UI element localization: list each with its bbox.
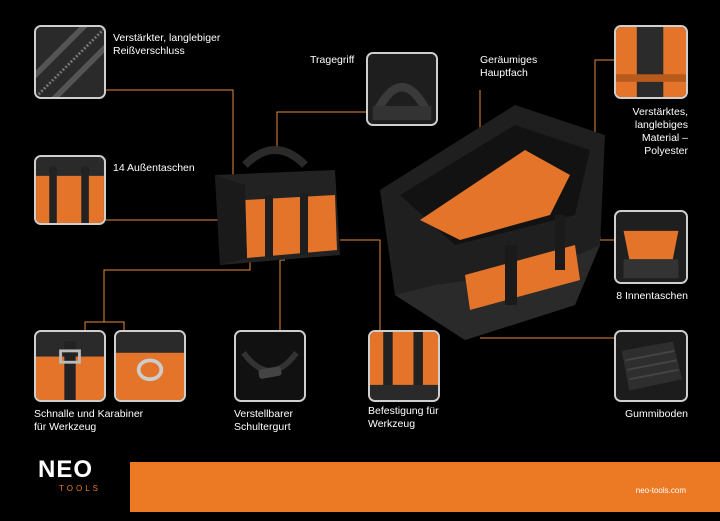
label-zipper: Verstärkter, langlebiger Reißverschluss	[113, 32, 221, 57]
tool-mount-icon	[370, 332, 438, 400]
label-strap: Verstellbarer Schultergurt	[234, 408, 293, 433]
handle-icon	[368, 54, 436, 124]
small-bag-image	[215, 146, 340, 265]
buckle-thumbnail	[34, 330, 106, 402]
label-material: Verstärktes, langlebiges Material – Poly…	[632, 106, 688, 157]
zipper-icon	[36, 27, 104, 97]
buckle-icon	[36, 332, 104, 400]
rubber-base-thumbnail	[614, 330, 688, 402]
large-bag-image	[380, 105, 605, 340]
handle-thumbnail	[366, 52, 438, 126]
outer-pockets-icon	[36, 157, 104, 223]
label-rubber-base: Gummiboden	[624, 408, 688, 420]
leader-tool	[340, 239, 381, 330]
carabiner-icon	[116, 332, 184, 400]
label-buckle: Schnalle und Karabiner für Werkzeug	[34, 408, 144, 433]
leader-material	[594, 59, 614, 160]
inner-pockets-thumbnail	[614, 210, 688, 284]
label-main-compartment: Geräumiges Hauptfach	[480, 54, 538, 79]
label-outer-pockets: 14 Außentaschen	[113, 162, 195, 174]
footer-url[interactable]: neo-tools.com	[635, 486, 686, 495]
zipper-thumbnail	[34, 25, 106, 99]
label-handle: Tragegriff	[310, 54, 355, 66]
material-thumbnail	[614, 25, 688, 99]
leader-zipper	[105, 89, 234, 185]
brand-name: NEO	[38, 456, 94, 483]
brand-logo: NEO TOOLS	[38, 456, 118, 494]
strap-icon	[236, 332, 304, 400]
leader-buckle	[84, 321, 125, 330]
footer-bar	[130, 462, 720, 512]
label-tool-mount: Befestigung für Werkzeug	[368, 405, 439, 430]
rubber-base-icon	[616, 332, 686, 400]
label-inner-pockets: 8 Innentaschen	[616, 290, 688, 302]
material-icon	[616, 27, 686, 97]
brand-subtitle: TOOLS	[59, 484, 101, 493]
leader-handle	[276, 111, 366, 150]
tool-mount-thumbnail	[368, 330, 440, 402]
outer-pockets-thumbnail	[34, 155, 106, 225]
strap-thumbnail	[234, 330, 306, 402]
carabiner-thumbnail	[114, 330, 186, 402]
inner-pockets-icon	[616, 212, 686, 282]
